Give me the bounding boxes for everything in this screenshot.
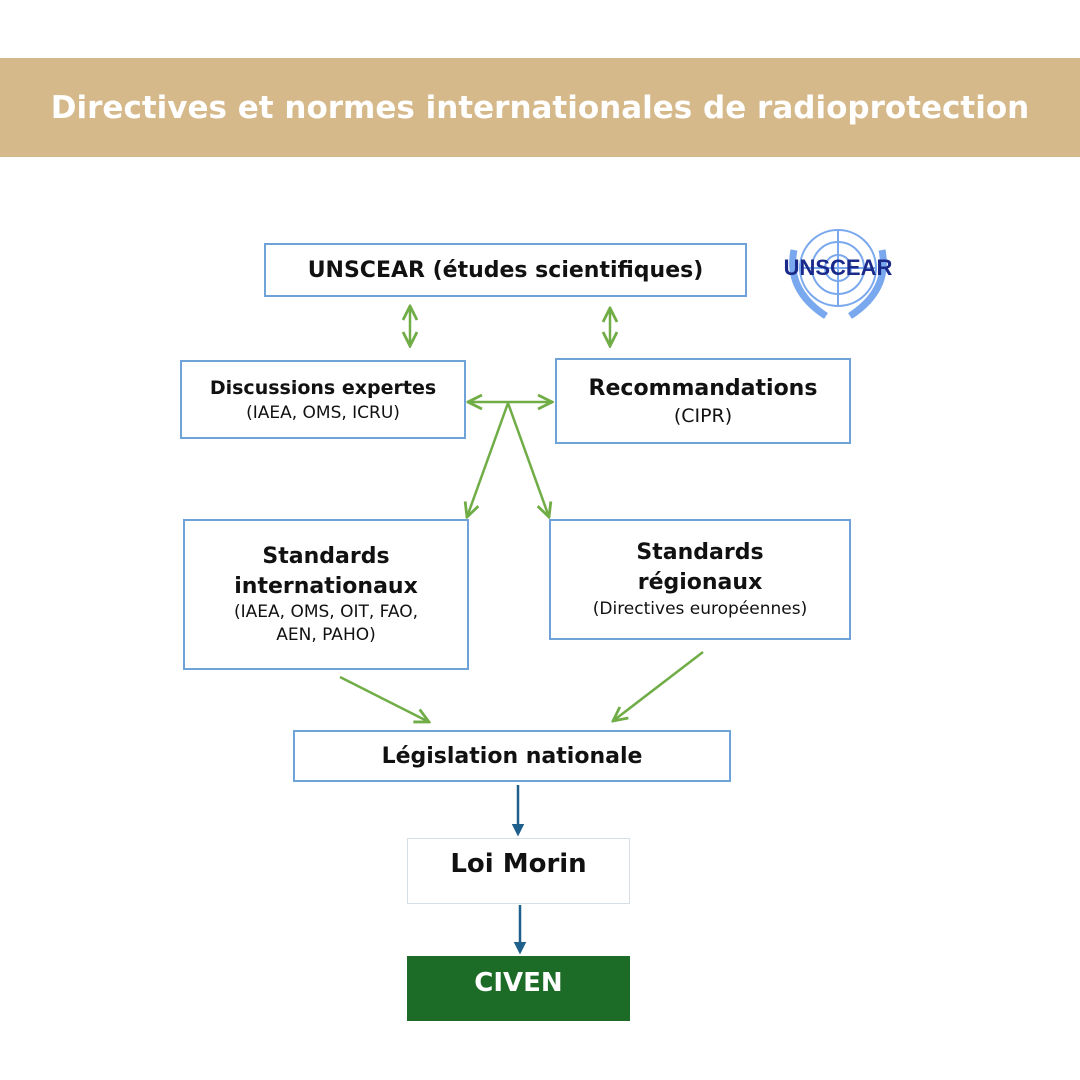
node-sub: (Directives européennes) (592, 598, 808, 619)
node-civen: CIVEN (407, 956, 630, 1021)
un-emblem-icon: UNSCEAR (776, 220, 900, 322)
node-label: Standards (262, 543, 390, 569)
arrow-to-standards-int (467, 402, 510, 517)
node-label: UNSCEAR (études scientifiques) (307, 257, 704, 283)
page-title: Directives et normes internationales de … (50, 89, 1030, 126)
node-label: Discussions expertes (209, 376, 437, 399)
arrow-to-standards-reg (506, 402, 549, 517)
node-standards-regionaux: Standards régionaux (Directives européen… (549, 519, 851, 640)
node-label: internationaux (234, 573, 418, 599)
node-label: Loi Morin (450, 849, 587, 879)
node-discussions: Discussions expertes (IAEA, OMS, ICRU) (180, 360, 466, 439)
header-banner: Directives et normes internationales de … (0, 58, 1080, 157)
node-legislation: Législation nationale (293, 730, 731, 782)
node-label: CIVEN (474, 968, 563, 998)
node-unscear: UNSCEAR (études scientifiques) (264, 243, 747, 297)
node-label: Standards (636, 540, 764, 566)
node-sub: (CIPR) (673, 404, 733, 427)
node-recommandations: Recommandations (CIPR) (555, 358, 851, 444)
arrow-int-legislation (339, 675, 429, 722)
node-sub: (IAEA, OMS, OIT, FAO, (233, 602, 419, 623)
node-label: Législation nationale (381, 743, 643, 769)
node-sub: AEN, PAHO) (276, 625, 376, 646)
node-sub: (IAEA, OMS, ICRU) (246, 402, 400, 423)
node-standards-internationaux: Standards internationaux (IAEA, OMS, OIT… (183, 519, 469, 670)
node-loi-morin: Loi Morin (407, 838, 630, 904)
arrow-reg-legislation (613, 651, 704, 721)
node-label: Recommandations (588, 375, 818, 401)
logo-text: UNSCEAR (784, 255, 893, 280)
node-label: régionaux (637, 570, 763, 596)
